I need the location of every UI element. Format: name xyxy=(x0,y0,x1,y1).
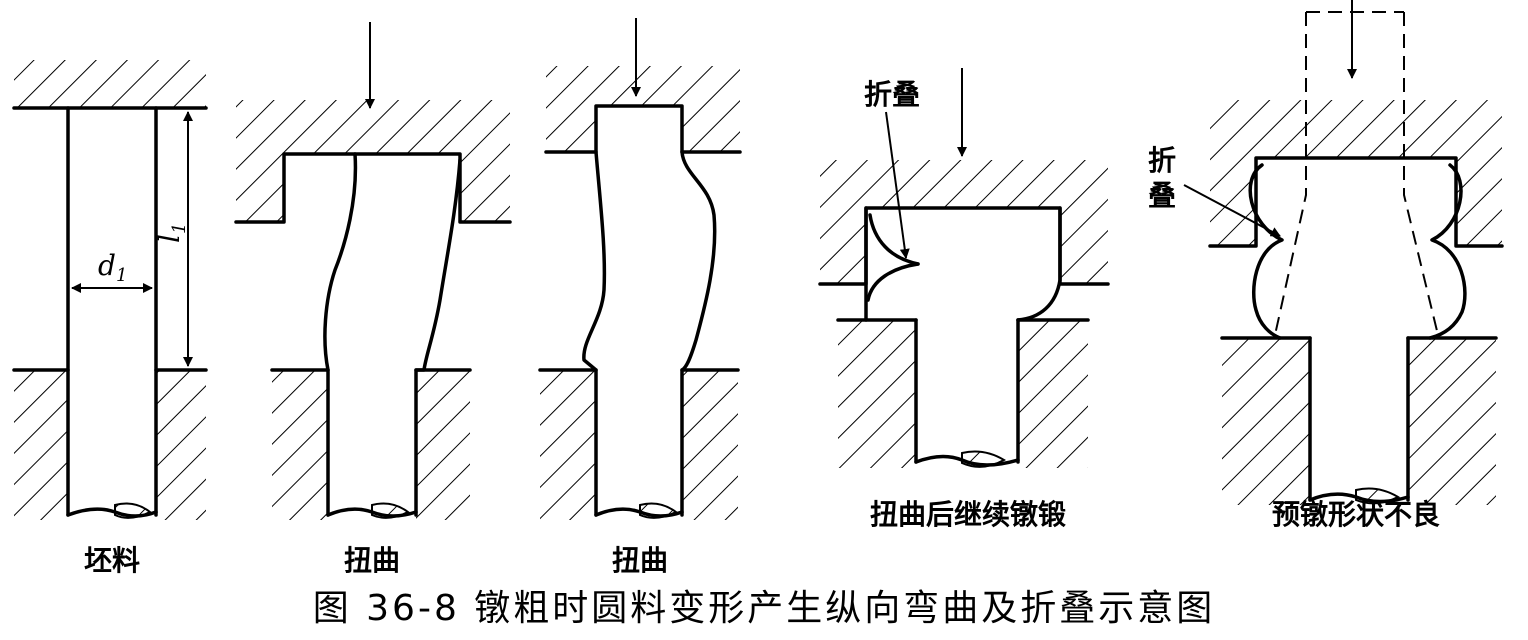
lower-die-left xyxy=(1222,338,1310,505)
panel-label-blank: 坯料 xyxy=(84,544,140,577)
lower-die-left xyxy=(838,320,916,468)
lower-die-left xyxy=(540,370,596,520)
lower-die-right xyxy=(1018,320,1088,468)
billet-left-edge xyxy=(323,152,358,517)
fold-annotation: 折叠 xyxy=(864,78,920,111)
fold-curve xyxy=(868,213,920,266)
upper-die xyxy=(236,100,510,222)
panel-poor-preupset: 折 叠 预镦形状不良 xyxy=(1148,0,1504,531)
panel-label-twist-1: 扭曲 xyxy=(344,544,400,577)
billet-right-edge xyxy=(1428,163,1467,340)
panel-label-poor-preupset: 预镦形状不良 xyxy=(1272,498,1440,531)
billet-left-edge xyxy=(1248,163,1284,340)
upper-die xyxy=(1210,100,1502,246)
panel-continued-upsetting: 折叠 扭曲后继续镦锻 xyxy=(818,68,1110,531)
fold-annotation-line1: 折 xyxy=(1148,144,1176,177)
panel-twist-1: 扭曲 xyxy=(234,22,512,577)
panel-label-twist-2: 扭曲 xyxy=(612,544,668,577)
upper-die xyxy=(820,160,1108,284)
panel-twist-2: 扭曲 xyxy=(538,18,742,577)
lower-die-right xyxy=(416,370,470,520)
fold-leader xyxy=(1183,184,1281,237)
billet-right-edge xyxy=(680,150,717,517)
billet-right-edge xyxy=(414,158,462,517)
lower-die-left xyxy=(14,370,68,520)
upper-die xyxy=(546,66,740,152)
fold-leader xyxy=(885,111,910,259)
panel-blank: d1 l1 坯料 xyxy=(12,60,208,577)
upper-die xyxy=(14,60,206,108)
lower-die-right xyxy=(682,370,738,520)
billet-left-edge xyxy=(582,150,607,517)
lower-die-right xyxy=(156,370,206,520)
length-label: l1 xyxy=(153,223,190,243)
fold-annotation-line2: 叠 xyxy=(1148,179,1176,212)
diameter-label: d1 xyxy=(98,249,127,286)
lower-die-left xyxy=(272,370,328,520)
figure-caption: 图 36-8 镦粗时圆料变形产生纵向弯曲及折叠示意图 xyxy=(313,588,1216,629)
panel-label-continued: 扭曲后继续镦锻 xyxy=(870,498,1066,531)
lower-die-right xyxy=(1408,338,1496,505)
punch-outline xyxy=(1274,11,1439,336)
